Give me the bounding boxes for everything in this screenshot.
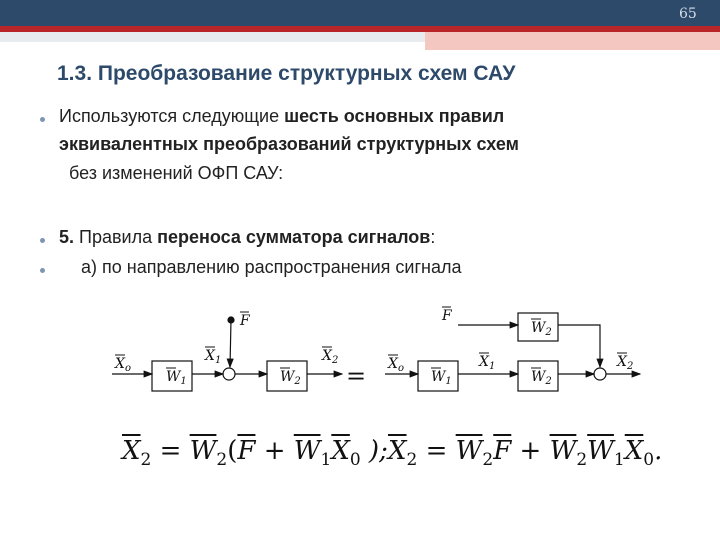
equivalence-sign: = [346,362,366,390]
accent-bar [0,26,720,32]
diagram-right: F W2 Xo W1 X1 W2 X2 [385,306,642,392]
label-x2: X2 [321,348,338,366]
bullet-2-emphasis: переноса сумматора сигналов [157,227,431,247]
summator [222,367,236,381]
bullet-2-text: Правила [74,227,158,247]
bullet-1-text: Используются следующие [59,106,285,126]
label-w2: W2 [531,369,552,387]
bullet-2: 5. Правила переноса сумматора сигналов: [59,227,435,248]
bullet-3: а) по направлению распространения сигнал… [81,257,462,277]
bullet-1-emphasis: шесть основных правил [284,106,505,126]
bullet-marker [40,238,45,243]
block-w2 [517,360,559,392]
label-w2-top: W2 [531,320,552,338]
formula-right: X2 = W2F + W2W1X0. [388,436,663,470]
bullet-1-line-2: эквивалентных преобразований структурных… [59,134,519,154]
summator [593,367,607,381]
block-w2 [266,360,308,392]
formula-left: X2 = W2(F + W1X0 ); [122,436,388,470]
decor-stripe-right [425,32,720,50]
label-x0: Xo [387,356,404,374]
label-x1: X1 [204,348,221,366]
signal-line [226,319,234,369]
slide-title: 1.3. Преобразование структурных схем САУ [57,62,516,85]
diagram-left: Xo W1 X1 F W2 X2 [112,311,344,392]
label-w2: W2 [280,369,301,387]
label-x1: X1 [478,354,495,372]
block-w1 [151,360,193,392]
block-w1 [417,360,459,392]
bullet-1-line-1: Используются следующие шесть основных пр… [59,106,504,127]
page-number: 65 [679,6,697,22]
label-f: F [239,313,251,329]
label-w1: W1 [431,369,452,387]
signal-line [558,324,604,369]
block-w2-top [517,312,559,342]
label-x2: X2 [616,354,633,372]
rule-number: 5. [59,227,75,247]
label-w1: W1 [166,369,187,387]
label-x0: Xo [114,356,131,374]
bullet-marker [40,117,45,122]
bullet-1-line-3: без изменений ОФП САУ: [69,163,284,183]
bullet-marker [40,268,45,273]
decor-stripe-left [0,32,425,42]
header-bar [0,0,720,26]
bullet-2-colon: : [430,227,436,247]
label-f: F [441,308,453,324]
